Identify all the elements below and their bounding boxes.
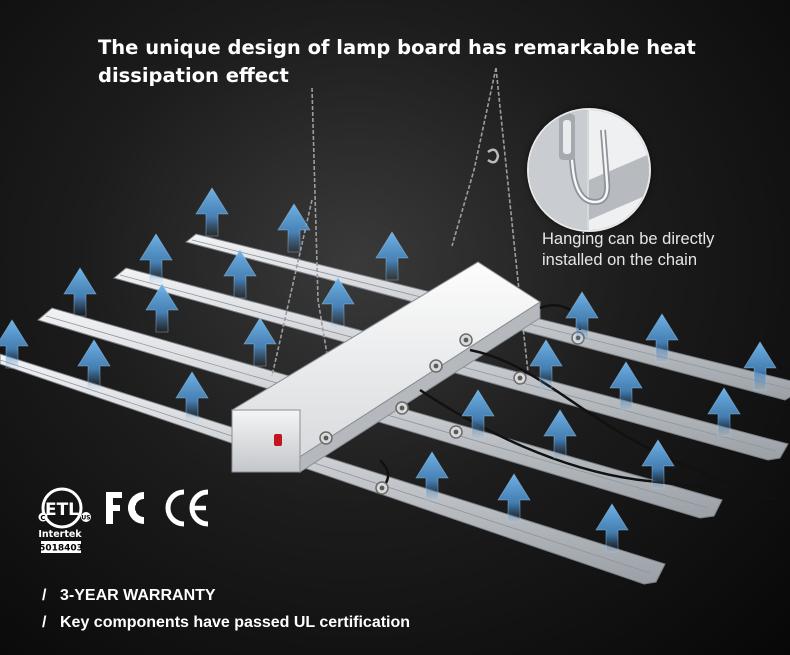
etl-logo-icon: ETL C US Intertek 5018403: [38, 484, 100, 561]
c-mark: C: [40, 514, 45, 522]
intertek-number: 5018403: [39, 544, 83, 554]
feature-warranty: / 3-YEAR WARRANTY: [42, 586, 410, 613]
ce-logo-icon: [162, 488, 214, 528]
feature-bullet: /: [42, 587, 47, 604]
switch-icon: [274, 434, 282, 446]
fcc-logo-icon: [104, 488, 158, 528]
hook-icon: [487, 148, 500, 164]
hanging-callout: Hanging can be directly installed on the…: [542, 229, 782, 271]
us-mark: US: [81, 515, 90, 522]
light-bar: [0, 353, 666, 585]
callout-line-1: Hanging can be directly: [542, 230, 715, 248]
feature-ul-certification: / Key components have passed UL certifica…: [42, 613, 410, 640]
etl-text: ETL: [45, 500, 79, 520]
feature-text: 3-YEAR WARRANTY: [60, 587, 216, 604]
intertek-label: Intertek: [38, 529, 82, 540]
feature-list: / 3-YEAR WARRANTY / Key components have pa…: [42, 586, 410, 640]
feature-bullet: /: [42, 614, 47, 631]
headline: The unique design of lamp board has rema…: [98, 36, 696, 87]
feature-text: Key components have passed UL certificat…: [60, 614, 411, 631]
hanging-detail-image: [527, 108, 651, 232]
driver-box: [231, 261, 541, 474]
callout-line-2: installed on the chain: [542, 251, 698, 269]
